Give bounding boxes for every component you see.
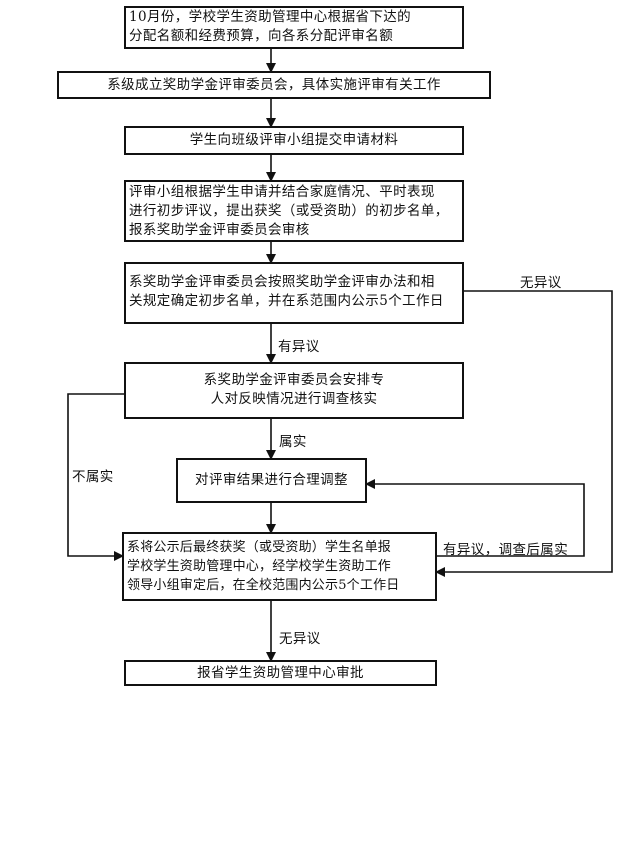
step-box-2: 系级成立奖助学金评审委员会，具体实施评审有关工作 — [57, 71, 491, 99]
label-objection-verified: 有异议，调查后属实 — [443, 542, 569, 558]
step-box-5: 系奖助学金评审委员会按照奖助学金评审办法和相 关规定确定初步名单，并在系范围内公… — [124, 262, 464, 324]
step-4-line-3: 报系奖助学金评审委员会审核 — [129, 222, 310, 238]
step-box-7: 对评审结果进行合理调整 — [176, 458, 367, 503]
step-box-3: 学生向班级评审小组提交申请材料 — [124, 126, 464, 155]
step-5-line-1: 系奖助学金评审委员会按照奖助学金评审办法和相 — [129, 274, 435, 290]
step-1-line-2: 分配名额和经费预算，向各系分配评审名额 — [129, 28, 394, 44]
step-4-line-2: 进行初步评议，提出获奖（或受资助）的初步名单， — [129, 203, 449, 219]
step-6-line-2: 人对反映情况进行调查核实 — [210, 391, 378, 407]
step-8-line-1: 系将公示后最终获奖（或受资助）学生名单报 — [127, 540, 392, 555]
label-no-objection-right: 无异议 — [520, 275, 562, 291]
label-not-true: 不属实 — [72, 469, 114, 485]
step-box-9: 报省学生资助管理中心审批 — [124, 660, 437, 686]
step-1-line-1: 10月份，学校学生资助管理中心根据省下达的 — [129, 9, 412, 25]
arrow-not-true-left — [67, 393, 124, 561]
step-box-1: 10月份，学校学生资助管理中心根据省下达的 分配名额和经费预算，向各系分配评审名… — [124, 6, 464, 49]
step-box-4: 评审小组根据学生申请并结合家庭情况、平时表现 进行初步评议，提出获奖（或受资助）… — [124, 180, 464, 242]
step-3-line-1: 学生向班级评审小组提交申请材料 — [189, 132, 399, 148]
step-5-line-2: 关规定确定初步名单，并在系范围内公示5个工作日 — [129, 293, 444, 309]
arrow-objection-verified — [365, 479, 585, 557]
label-has-objection: 有异议 — [278, 339, 320, 355]
step-2-line-1: 系级成立奖助学金评审委员会，具体实施评审有关工作 — [107, 77, 441, 93]
step-box-8: 系将公示后最终获奖（或受资助）学生名单报 学校学生资助管理中心，经学校学生资助工… — [122, 532, 437, 601]
label-no-objection-bottom: 无异议 — [279, 631, 321, 647]
step-4-line-1: 评审小组根据学生申请并结合家庭情况、平时表现 — [129, 184, 435, 200]
step-8-line-3: 领导小组审定后，在全校范围内公示5个工作日 — [127, 578, 400, 593]
arrow-no-objection-right — [435, 290, 613, 577]
step-9-line-1: 报省学生资助管理中心审批 — [197, 665, 364, 681]
step-7-line-1: 对评审结果进行合理调整 — [195, 472, 348, 488]
step-6-line-1: 系奖助学金评审委员会安排专 — [203, 372, 385, 388]
step-box-6: 系奖助学金评审委员会安排专 人对反映情况进行调查核实 — [124, 362, 464, 419]
step-8-line-2: 学校学生资助管理中心，经学校学生资助工作 — [127, 559, 392, 574]
label-true-finding: 属实 — [279, 434, 307, 450]
